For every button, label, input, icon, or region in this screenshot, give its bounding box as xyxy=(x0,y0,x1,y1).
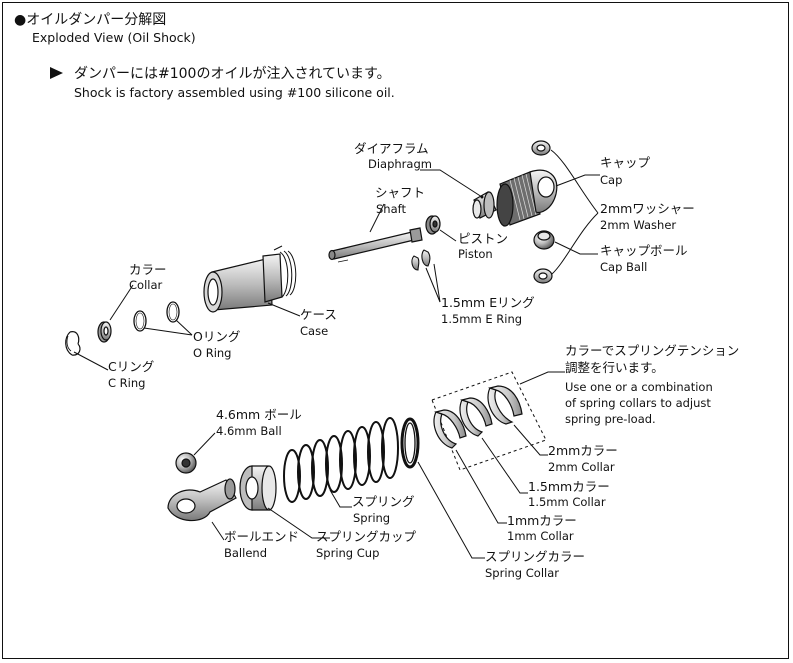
cap-ball-label-en: Cap Ball xyxy=(600,260,648,274)
note-en: Shock is factory assembled using #100 si… xyxy=(74,85,395,100)
o-ring-parts xyxy=(134,302,179,331)
spring-label-en: Spring xyxy=(353,511,391,525)
cap-ball-part xyxy=(534,231,554,249)
e-ring-label-jp: 1.5mm Eリング xyxy=(441,295,535,310)
o-ring-label-en: O Ring xyxy=(193,346,232,360)
spring-cup-label-en: Spring Cup xyxy=(316,546,380,560)
ballend-label-jp: ボールエンド xyxy=(224,529,300,544)
spring-collar-part xyxy=(402,419,418,467)
piston-part xyxy=(426,216,440,234)
preload-note-en-3: spring pre-load. xyxy=(565,412,656,426)
ball-part xyxy=(176,453,196,473)
piston-label-jp: ピストン xyxy=(458,231,509,246)
preload-note-jp-1: カラーでスプリングテンション xyxy=(565,343,740,358)
diaphragm-label-jp: ダイアフラム xyxy=(354,141,429,156)
preload-note-en-1: Use one or a combination xyxy=(565,380,713,394)
collar-2mm-label-jp: 2mmカラー xyxy=(548,443,618,458)
ball-label-jp: 4.6mm ボール xyxy=(216,407,302,422)
spring-part xyxy=(284,418,398,502)
e-ring-parts xyxy=(412,250,430,270)
cap-ball-label-jp: キャップボール xyxy=(600,243,688,258)
c-ring-part xyxy=(66,332,80,355)
washer-parts xyxy=(532,141,552,283)
shaft-part xyxy=(329,228,422,262)
spring-label-jp: スプリング xyxy=(352,494,415,509)
ballend-label-en: Ballend xyxy=(224,546,267,560)
title-jp: ●オイルダンパー分解図 xyxy=(14,12,167,28)
case-label-en: Case xyxy=(300,324,329,338)
case-label-jp: ケース xyxy=(300,307,337,322)
collar-label-en: Collar xyxy=(129,278,163,292)
e-ring-label-en: 1.5mm E Ring xyxy=(441,312,523,326)
shaft-label-jp: シャフト xyxy=(375,185,426,200)
preload-note-en-2: of spring collars to adjust xyxy=(565,396,711,410)
spring-cup-part xyxy=(240,466,276,510)
collar-2mm-label-en: 2mm Collar xyxy=(548,460,615,474)
ball-label-en: 4.6mm Ball xyxy=(216,424,282,438)
washer-label-jp: 2mmワッシャー xyxy=(600,201,695,216)
collar-1mm-label-en: 1mm Collar xyxy=(507,529,574,543)
ballend-part xyxy=(168,479,236,521)
case-part xyxy=(204,246,296,312)
cap-label-jp: キャップ xyxy=(600,155,651,170)
washer-label-en: 2mm Washer xyxy=(600,218,677,232)
spring-collar-label-jp: スプリングカラー xyxy=(485,549,586,564)
collar-1mm-label-jp: 1mmカラー xyxy=(507,513,577,528)
leader-lines xyxy=(74,150,600,558)
shaft-label-en: Shaft xyxy=(376,202,406,216)
preload-note-jp-2: 調整を行います。 xyxy=(565,360,664,375)
collar-15mm-label-en: 1.5mm Collar xyxy=(528,495,606,509)
collar-part xyxy=(98,322,111,342)
c-ring-label-en: C Ring xyxy=(108,376,146,390)
diaphragm-part xyxy=(473,192,496,218)
title-en: Exploded View (Oil Shock) xyxy=(32,30,196,45)
cap-label-en: Cap xyxy=(600,173,623,187)
collar-15mm-label-jp: 1.5mmカラー xyxy=(528,479,610,494)
spring-cup-label-jp: スプリングカップ xyxy=(316,529,417,544)
note-jp: ダンパーには#100のオイルが注入されています。 xyxy=(74,66,391,82)
collar-label-jp: カラー xyxy=(129,262,167,277)
note-arrow-icon xyxy=(50,67,63,79)
c-ring-label-jp: Cリング xyxy=(108,359,155,374)
cap-part xyxy=(497,170,557,226)
diaphragm-label-en: Diaphragm xyxy=(368,157,432,171)
clip-collar-parts xyxy=(434,386,522,448)
spring-collar-label-en: Spring Collar xyxy=(485,566,559,580)
o-ring-label-jp: Oリング xyxy=(193,329,241,344)
piston-label-en: Piston xyxy=(458,247,493,261)
